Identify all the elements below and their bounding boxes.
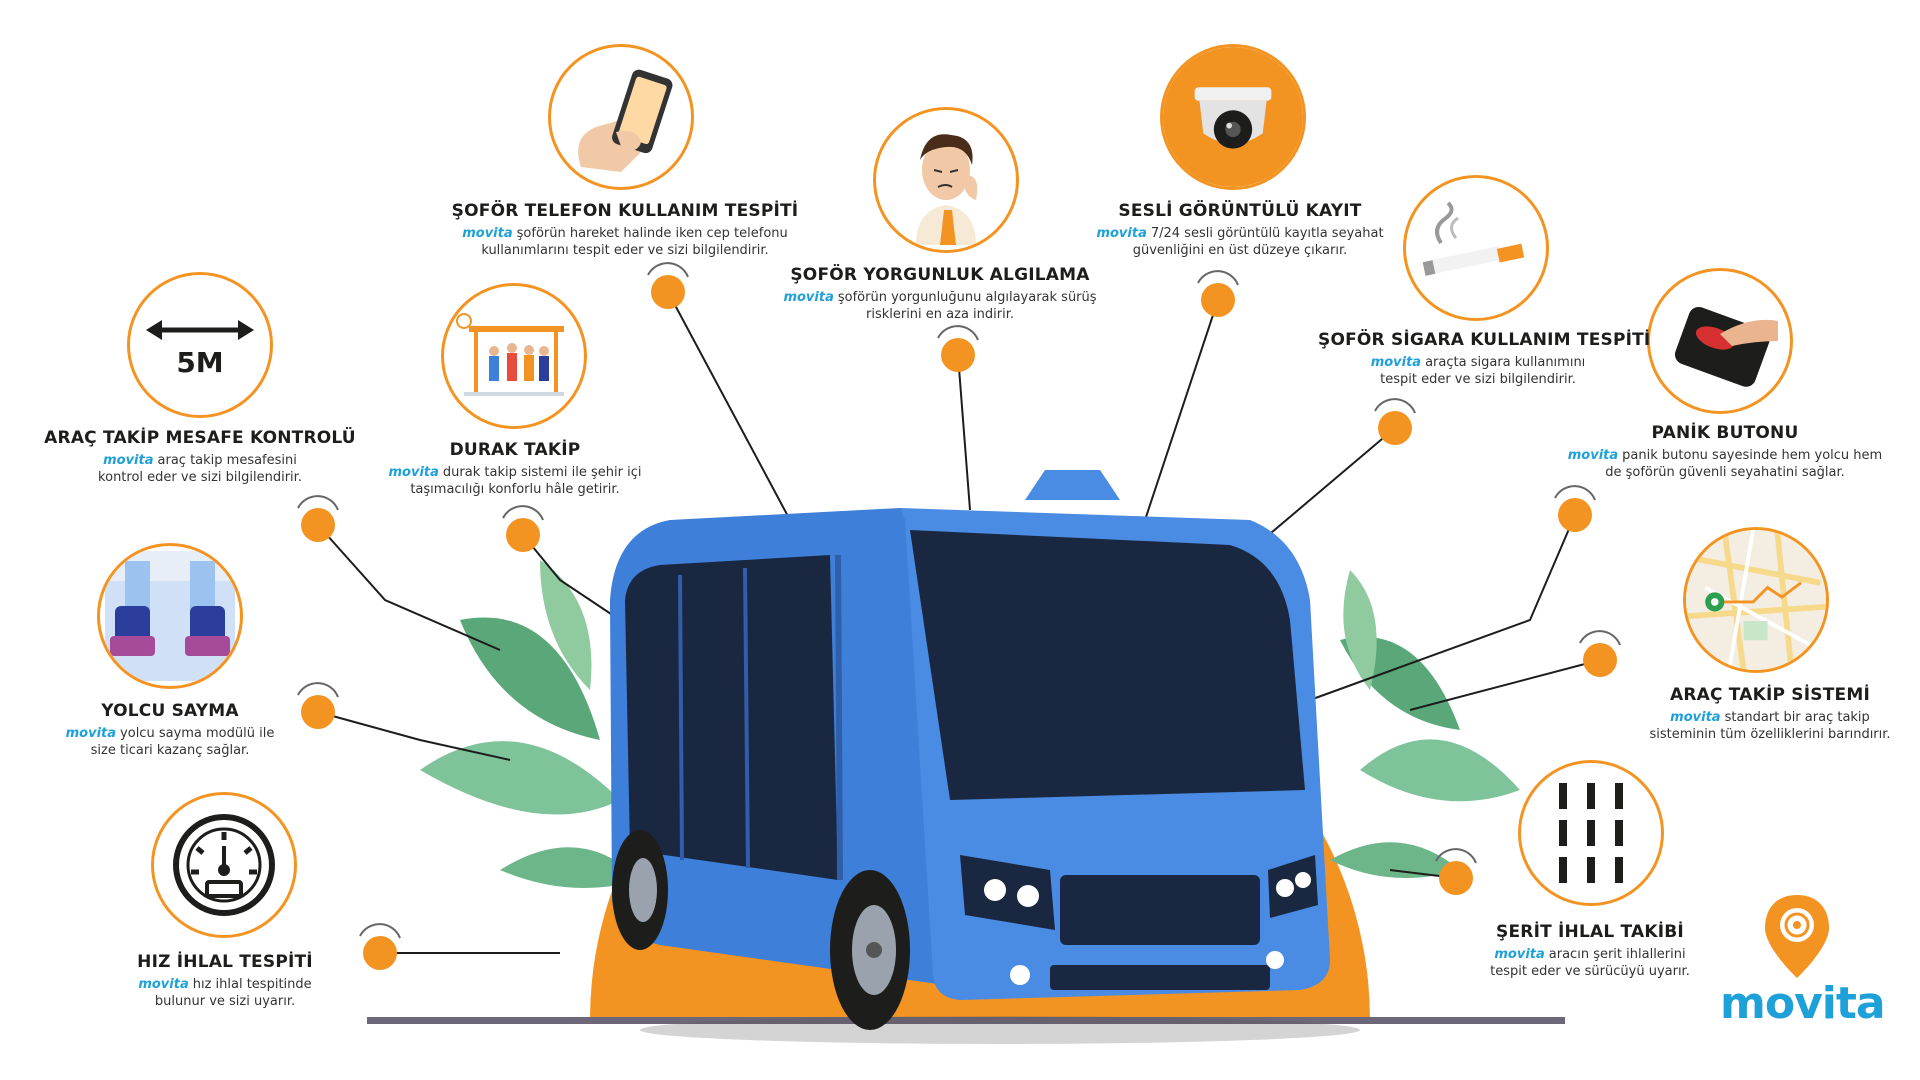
feature-title: ŞERİT İHLAL TAKİBİ bbox=[1496, 922, 1684, 942]
feature-title: ARAÇ TAKİP MESAFE KONTROLÜ bbox=[44, 428, 356, 448]
icon-circle-telefon bbox=[548, 44, 694, 190]
brand-mark: movita bbox=[1567, 448, 1619, 463]
bus-stop-icon bbox=[456, 313, 564, 396]
brand-mark: movita bbox=[388, 465, 439, 480]
icon-circle-mesafe: 5M bbox=[127, 272, 273, 418]
ground-line bbox=[367, 1017, 1565, 1024]
icon-circle-takip bbox=[1683, 527, 1829, 673]
distance-5m-icon: 5M bbox=[146, 320, 254, 379]
brand-mark: movita bbox=[138, 977, 189, 992]
brand-mark: movita bbox=[65, 726, 117, 741]
icon-circle-panik bbox=[1647, 268, 1793, 414]
connector-dots bbox=[297, 262, 1621, 970]
icon-circle-yolcu bbox=[97, 543, 243, 689]
panic-button-icon bbox=[1674, 306, 1778, 387]
feature-title: ŞOFÖR SİGARA KULLANIM TESPİTİ bbox=[1318, 330, 1651, 350]
bus-illustration bbox=[610, 470, 1360, 1044]
bus-seats-icon bbox=[105, 551, 235, 681]
brand-mark: movita bbox=[1096, 226, 1147, 241]
map-pin-icon bbox=[1686, 530, 1826, 670]
connector-lines bbox=[317, 291, 1601, 954]
feature-title: HIZ İHLAL TESPİTİ bbox=[137, 952, 313, 972]
feature-title: ŞOFÖR YORGUNLUK ALGILAMA bbox=[790, 265, 1090, 285]
icon-circle-durak bbox=[441, 283, 587, 429]
brand-mark: movita bbox=[783, 290, 834, 305]
brand-mark: movita bbox=[1670, 710, 1721, 725]
tired-driver-icon bbox=[916, 134, 978, 245]
feature-title: ARAÇ TAKİP SİSTEMİ bbox=[1670, 685, 1870, 705]
icon-circle-kayit bbox=[1160, 44, 1306, 190]
icon-circle-serit bbox=[1518, 760, 1664, 906]
speedometer-icon bbox=[173, 814, 275, 916]
feature-title: PANİK BUTONU bbox=[1651, 423, 1799, 443]
movita-logo-pin-icon bbox=[1765, 895, 1829, 978]
phone-in-hand-icon bbox=[578, 69, 673, 172]
distance-5m-label: 5M bbox=[176, 346, 223, 379]
feature-title: SESLİ GÖRÜNTÜLÜ KAYIT bbox=[1118, 201, 1362, 221]
feature-title: DURAK TAKİP bbox=[449, 440, 581, 460]
brand-mark: movita bbox=[103, 453, 154, 468]
feature-title: ŞOFÖR TELEFON KULLANIM TESPİTİ bbox=[451, 201, 799, 221]
icon-circle-hiz bbox=[151, 792, 297, 938]
icon-circle-sigara bbox=[1403, 175, 1549, 321]
brand-mark: movita bbox=[1494, 947, 1545, 962]
feature-title: YOLCU SAYMA bbox=[101, 701, 239, 721]
lane-lines-icon bbox=[1559, 783, 1623, 883]
dome-camera-icon bbox=[1163, 47, 1303, 187]
icon-circle-yorgunluk bbox=[873, 107, 1019, 253]
movita-logo-text: movita bbox=[1720, 978, 1886, 1029]
cigarette-icon bbox=[1422, 201, 1525, 276]
brand-mark: movita bbox=[1370, 355, 1422, 370]
brand-mark: movita bbox=[462, 226, 513, 241]
